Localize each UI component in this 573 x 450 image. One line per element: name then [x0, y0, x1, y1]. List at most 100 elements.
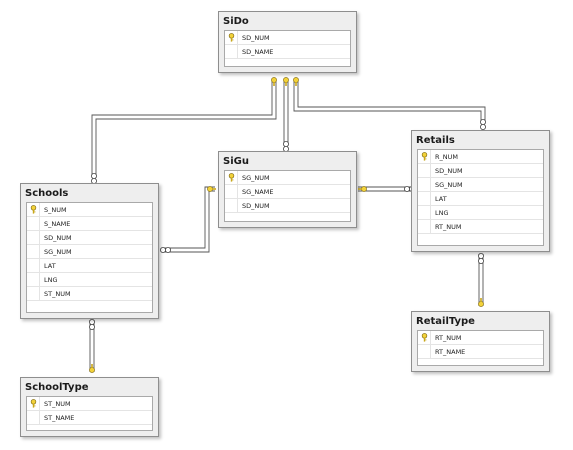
column-row[interactable]: S_NAME [27, 217, 152, 231]
column-row[interactable]: SD_NUM [27, 231, 152, 245]
column-row[interactable]: LAT [27, 259, 152, 273]
column-row[interactable]: SG_NUM [225, 171, 350, 185]
row-selector [27, 287, 40, 300]
primary-key-icon [418, 150, 431, 163]
empty-column-row [225, 213, 350, 221]
column-name: LAT [435, 194, 447, 203]
column-name: SD_NUM [242, 33, 270, 42]
row-selector [27, 231, 40, 244]
column-name: SD_NUM [44, 233, 72, 242]
table-title: SiDo [223, 16, 249, 27]
column-list: SD_NUM SD_NAME [224, 30, 351, 67]
rel-sigu-retails[interactable] [358, 186, 410, 192]
rel-sido-sigu[interactable] [283, 80, 289, 146]
many-end-icon [479, 124, 486, 131]
column-row[interactable]: LAT [418, 192, 543, 206]
column-row[interactable]: SG_NUM [27, 245, 152, 259]
column-row[interactable]: LNG [418, 206, 543, 220]
column-name: LNG [44, 275, 58, 284]
table-title: Schools [25, 188, 69, 199]
primary-key-icon [27, 203, 40, 216]
column-list: ST_NUM ST_NAME [26, 396, 153, 431]
column-row[interactable]: S_NUM [27, 203, 152, 217]
primary-key-icon [225, 31, 238, 44]
many-end-icon [164, 246, 171, 253]
empty-column-row [27, 301, 152, 309]
row-selector [27, 273, 40, 286]
table-title: SiGu [223, 156, 249, 167]
key-end-icon [293, 77, 299, 86]
row-selector [27, 245, 40, 258]
many-end-icon [89, 323, 96, 330]
column-row[interactable]: ST_NAME [27, 411, 152, 425]
column-row[interactable]: SD_NUM [418, 164, 543, 178]
rel-sigu-schools[interactable] [162, 186, 215, 253]
column-row[interactable]: RT_NUM [418, 220, 543, 234]
column-row[interactable]: RT_NAME [418, 345, 543, 359]
empty-column-row [27, 425, 152, 433]
primary-key-icon [418, 331, 431, 344]
rel-sido-retails[interactable] [293, 80, 486, 124]
column-list: RT_NUM RT_NAME [417, 330, 544, 366]
column-list: R_NUM SD_NUM SG_NUM LAT LNG RT_NUM [417, 149, 544, 246]
column-name: SD_NUM [242, 201, 270, 210]
key-end-icon [283, 77, 289, 86]
column-list: S_NUM S_NAME SD_NUM SG_NUM LAT LNG ST_NUM [26, 202, 153, 313]
empty-column-row [418, 234, 543, 242]
row-selector [418, 206, 431, 219]
row-selector [225, 45, 238, 58]
row-selector [225, 199, 238, 212]
table-title: Retails [416, 135, 455, 146]
row-selector [27, 411, 40, 424]
column-row[interactable]: SG_NAME [225, 185, 350, 199]
column-name: SG_NAME [242, 187, 274, 196]
column-name: S_NUM [44, 205, 67, 214]
column-row[interactable]: ST_NUM [27, 397, 152, 411]
column-row[interactable]: SD_NUM [225, 199, 350, 213]
column-row[interactable]: SG_NUM [418, 178, 543, 192]
key-end-icon [358, 186, 367, 192]
column-name: ST_NUM [44, 289, 71, 298]
row-selector [418, 345, 431, 358]
key-end-icon [89, 364, 95, 373]
row-selector [225, 185, 238, 198]
many-end-icon [477, 252, 484, 259]
column-name: RT_NUM [435, 222, 462, 231]
many-end-icon [477, 257, 484, 264]
column-row[interactable]: RT_NUM [418, 331, 543, 345]
primary-key-icon [27, 397, 40, 410]
column-name: S_NAME [44, 219, 71, 228]
table-title: RetailType [416, 316, 475, 327]
column-name: LAT [44, 261, 56, 270]
row-selector [27, 217, 40, 230]
column-row[interactable]: LNG [27, 273, 152, 287]
column-name: SG_NUM [435, 180, 463, 189]
column-name: SD_NAME [242, 47, 274, 56]
row-selector [418, 220, 431, 233]
many-end-icon [89, 318, 96, 325]
column-name: SG_NUM [242, 173, 270, 182]
row-selector [418, 164, 431, 177]
rel-sido-schools[interactable] [91, 80, 277, 178]
column-name: RT_NUM [435, 333, 462, 342]
column-name: ST_NAME [44, 413, 75, 422]
many-end-icon [403, 185, 410, 192]
many-end-icon [479, 119, 486, 126]
table-title: SchoolType [25, 382, 89, 393]
column-row[interactable]: R_NUM [418, 150, 543, 164]
column-name: SD_NUM [435, 166, 463, 175]
column-row[interactable]: SD_NUM [225, 31, 350, 45]
column-name: LNG [435, 208, 449, 217]
column-row[interactable]: SD_NAME [225, 45, 350, 59]
column-row[interactable]: ST_NUM [27, 287, 152, 301]
row-selector [418, 192, 431, 205]
many-end-icon [91, 172, 98, 179]
key-end-icon [271, 77, 277, 86]
